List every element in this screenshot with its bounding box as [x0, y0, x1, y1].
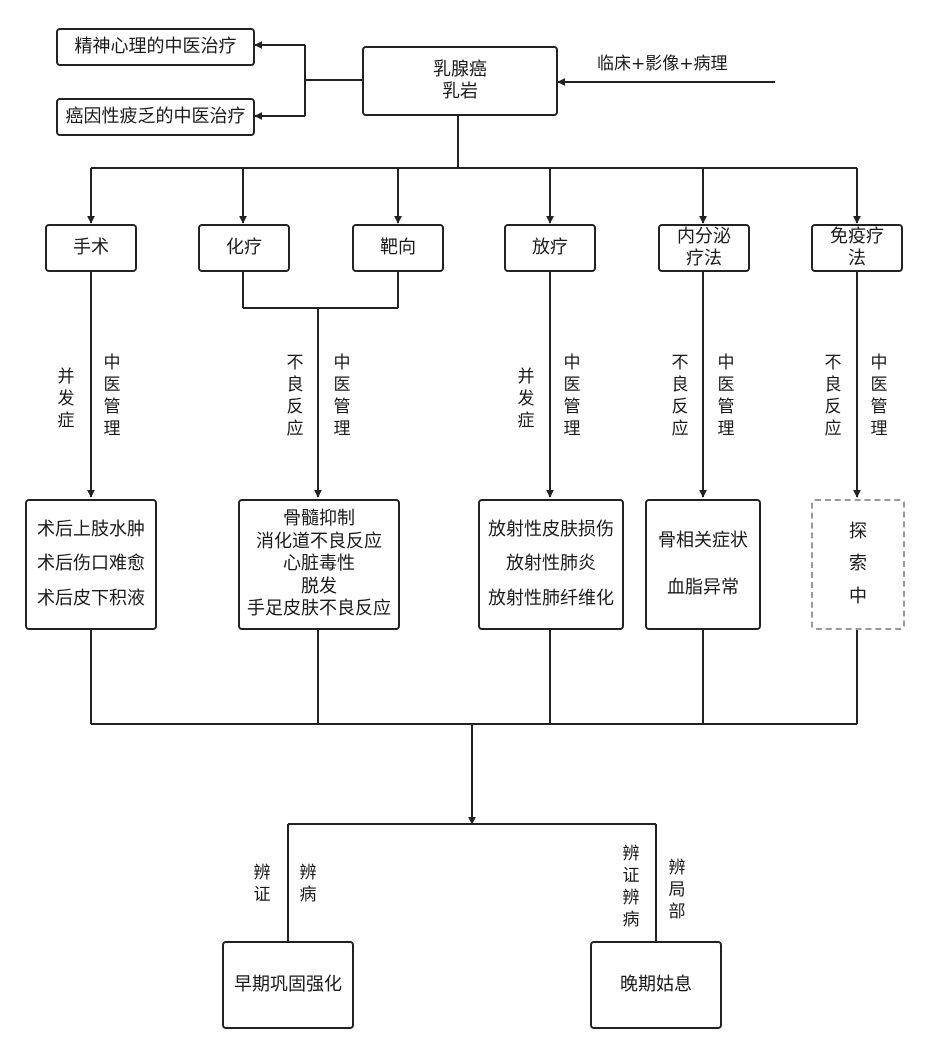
endocrine-node: 内分泌疗法	[658, 224, 750, 272]
fatigue-node: 癌因性疲乏的中医治疗	[56, 98, 255, 136]
radio-complications: 放射性皮肤损伤放射性肺炎放射性肺纤维化	[478, 499, 624, 630]
chemo-adverse-label: 不良反应	[286, 353, 304, 439]
node-text-line: 早期巩固强化	[234, 973, 342, 995]
chemo-node: 化疗	[198, 224, 290, 272]
node-text-line: 靶向	[380, 236, 416, 258]
node-text-line: 放疗	[532, 236, 568, 258]
chemo-adverse-reactions: 骨髓抑制消化道不良反应心脏毒性脱发手足皮肤不良反应	[238, 499, 400, 630]
chemo-tcm-label: 中医管理	[333, 353, 351, 439]
targeted-node: 靶向	[352, 224, 444, 272]
endocrine-adverse-label: 不良反应	[671, 353, 689, 439]
node-text-line: 法	[848, 248, 866, 269]
node-text-line: 索	[849, 553, 867, 575]
endocrine-adverse-reactions: 骨相关症状血脂异常	[645, 499, 761, 630]
node-text-line: 免疫疗	[830, 225, 884, 247]
node-text-line: 化疗	[226, 236, 262, 258]
psych-node: 精神心理的中医治疗	[56, 28, 255, 66]
node-text-line: 术后伤口难愈	[37, 553, 145, 575]
surgery-complication-label: 并发症	[57, 367, 75, 431]
node-text-line: 心脏毒性	[283, 553, 355, 575]
node-text-line: 放射性皮肤损伤	[488, 518, 614, 540]
immune-exploring: 探索中	[811, 499, 905, 630]
endocrine-tcm-label: 中医管理	[717, 353, 735, 439]
node-text-line: 骨髓抑制	[283, 508, 355, 530]
node-text-line: 乳岩	[442, 81, 478, 102]
node-text-line: 晚期姑息	[620, 973, 692, 995]
node-text-line: 疗法	[686, 248, 722, 269]
early-consolidation-node: 早期巩固强化	[222, 941, 354, 1029]
node-text-line: 精神心理的中医治疗	[74, 35, 237, 57]
surgery-node: 手术	[45, 224, 137, 272]
node-text-line: 内分泌	[677, 225, 731, 247]
input-label: 临床+影像+病理	[597, 54, 728, 74]
immune-adverse-label: 不良反应	[824, 353, 842, 439]
node-text-line: 手术	[73, 236, 109, 258]
node-text-line: 脱发	[301, 575, 337, 597]
radio-tcm-label: 中医管理	[563, 353, 581, 439]
surgery-tcm-label: 中医管理	[103, 353, 121, 439]
node-text-line: 消化道不良反应	[256, 530, 382, 552]
node-text-line: 术后皮下积液	[37, 587, 145, 609]
node-text-line: 探	[849, 520, 867, 542]
radio-complication-label: 并发症	[517, 367, 535, 431]
early-syndrome-label: 辨证	[253, 863, 271, 905]
surgery-complications: 术后上肢水肿术后伤口难愈术后皮下积液	[25, 499, 157, 630]
early-disease-label: 辨病	[299, 863, 317, 905]
late-palliative-node: 晚期姑息	[590, 941, 722, 1029]
immune-node: 免疫疗法	[811, 224, 903, 272]
node-text-line: 放射性肺炎	[506, 553, 596, 575]
node-text-line: 中	[849, 585, 867, 607]
root-node: 乳腺癌乳岩	[362, 46, 558, 116]
node-text-line: 癌因性疲乏的中医治疗	[65, 105, 246, 127]
node-text-line: 放射性肺纤维化	[488, 587, 614, 609]
node-text-line: 血脂异常	[667, 576, 739, 598]
radio-node: 放疗	[504, 224, 596, 272]
late-local-label: 辨局部	[668, 858, 686, 922]
node-text-line: 骨相关症状	[658, 530, 748, 551]
node-text-line: 手足皮肤不良反应	[247, 598, 391, 620]
immune-tcm-label: 中医管理	[870, 353, 888, 439]
late-syndrome-disease-label: 辨证辨病	[622, 844, 640, 930]
node-text-line: 乳腺癌	[433, 58, 487, 80]
node-text-line: 术后上肢水肿	[37, 518, 145, 540]
